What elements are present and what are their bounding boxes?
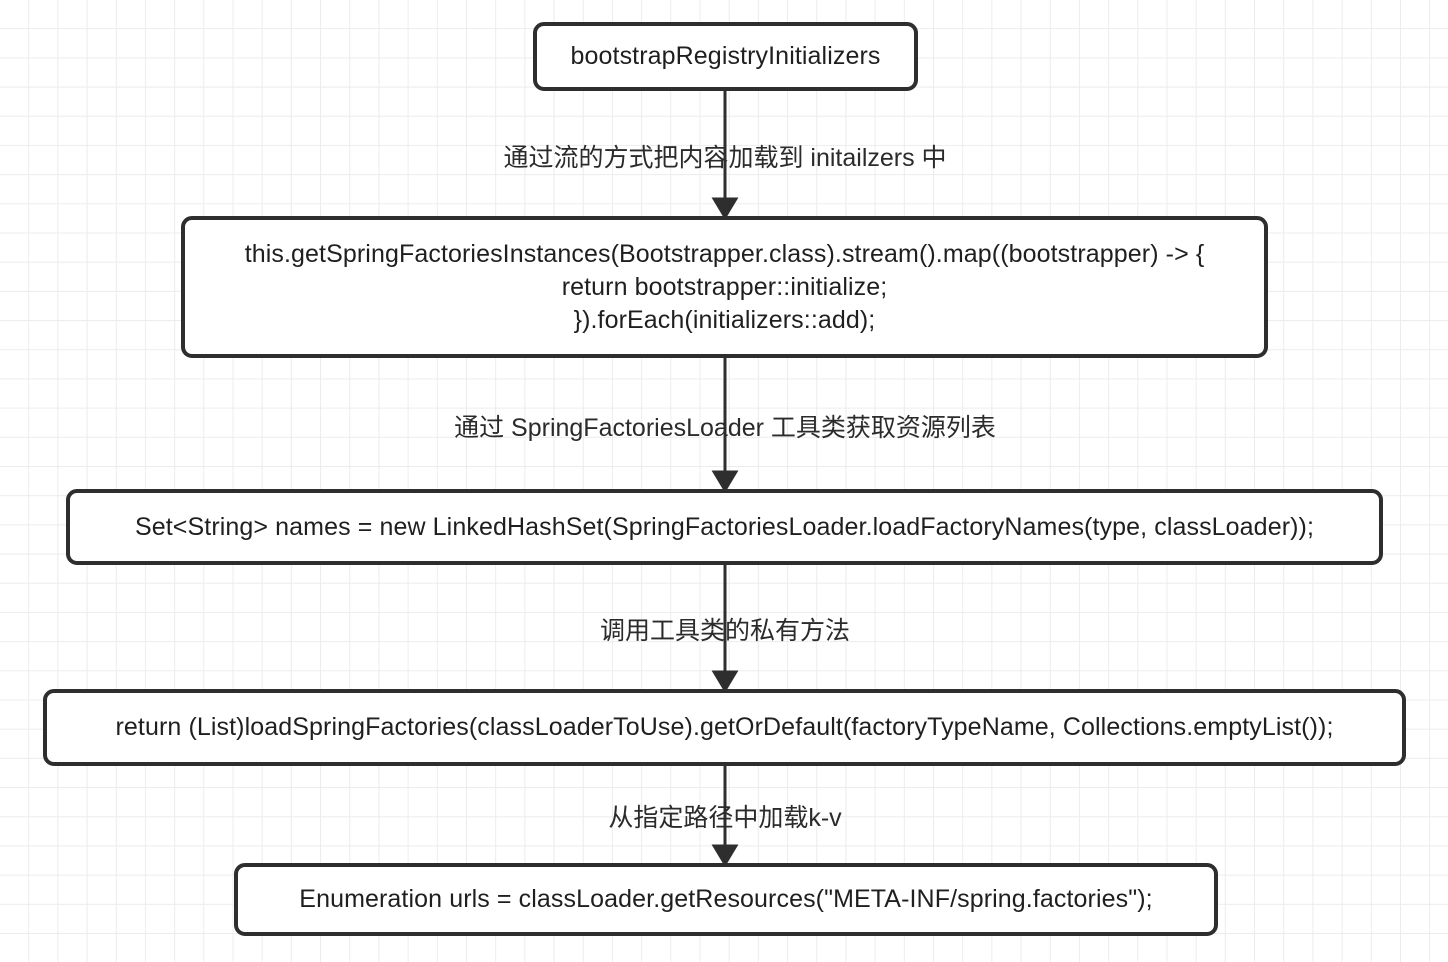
edge-label-n3-to-n4: 调用工具类的私有方法 xyxy=(599,617,851,645)
flowchart-node-bootstrap-registry-initializers[interactable]: bootstrapRegistryInitializers xyxy=(533,22,918,91)
flowchart-node-get-resources[interactable]: Enumeration urls = classLoader.getResour… xyxy=(234,863,1218,936)
edge-label-n1-to-n2: 通过流的方式把内容加载到 initailzers 中 xyxy=(503,144,947,172)
flowchart-node-load-factory-names[interactable]: Set<String> names = new LinkedHashSet(Sp… xyxy=(66,489,1383,565)
edge-label-n4-to-n5: 从指定路径中加载k-v xyxy=(608,804,842,832)
flowchart-node-load-spring-factories[interactable]: return (List)loadSpringFactories(classLo… xyxy=(43,689,1406,766)
flowchart-node-get-spring-factories-instances[interactable]: this.getSpringFactoriesInstances(Bootstr… xyxy=(181,216,1268,358)
edge-label-n2-to-n3: 通过 SpringFactoriesLoader 工具类获取资源列表 xyxy=(454,414,996,442)
